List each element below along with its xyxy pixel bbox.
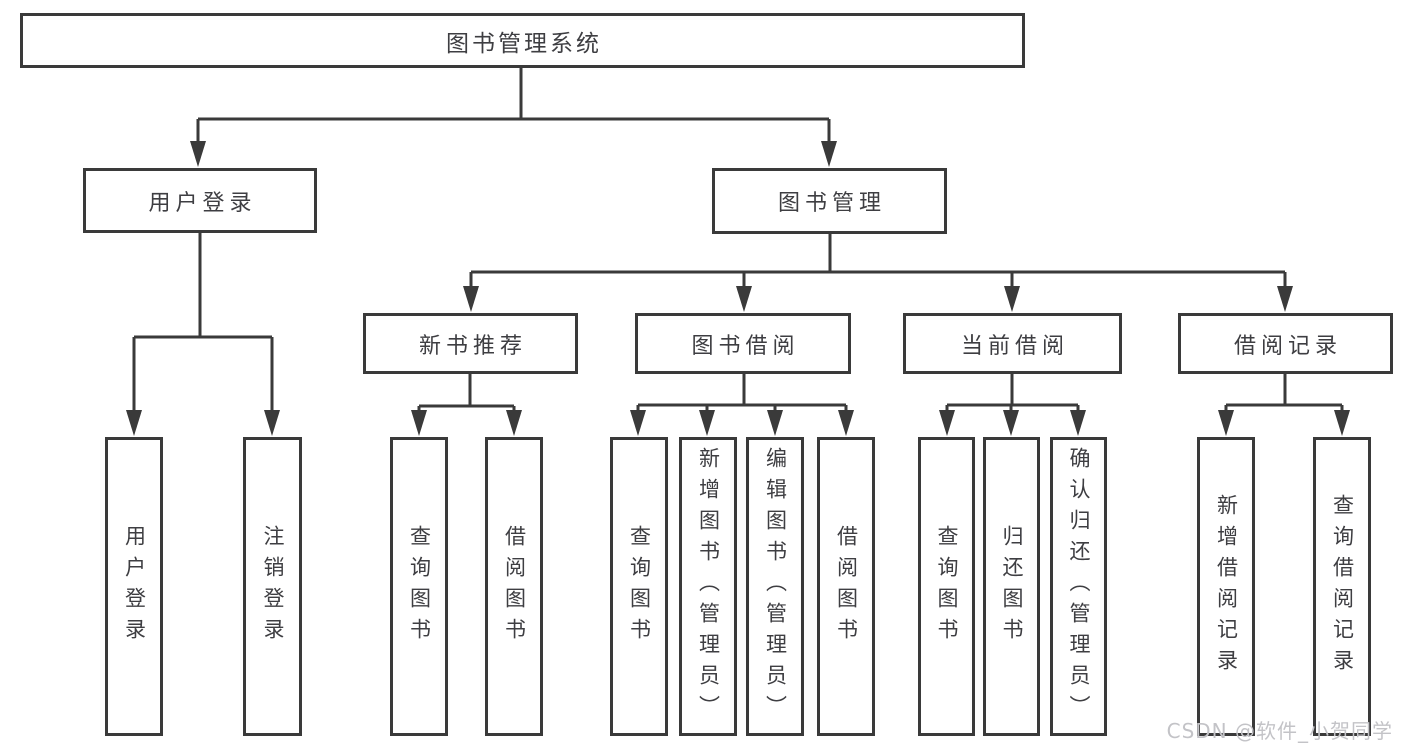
csdn-watermark: CSDN @软件_小贺同学 <box>1166 719 1393 743</box>
node-borrowing-records: 借阅记录 <box>1178 313 1393 374</box>
node-library-management-system: 图书管理系统 <box>20 13 1025 68</box>
leaf-add-books-admin: 新增图书（管理员） <box>679 437 737 736</box>
node-label: 借阅图书 <box>502 524 527 649</box>
leaf-query-books: 查询图书 <box>390 437 448 736</box>
leaf-confirm-return-admin: 确认归还（管理员） <box>1050 437 1107 736</box>
node-label: 当前借阅 <box>960 333 1069 359</box>
leaf-borrow-books: 借阅图书 <box>817 437 875 736</box>
node-book-borrowing: 图书借阅 <box>635 313 851 374</box>
node-label: 确认归还（管理员） <box>1067 447 1091 726</box>
node-label: 图书管理系统 <box>446 30 602 57</box>
leaf-query-books: 查询图书 <box>918 437 975 736</box>
node-label: 新书推荐 <box>418 333 527 359</box>
leaf-user-login: 用户登录 <box>105 437 163 736</box>
node-book-management: 图书管理 <box>712 168 947 234</box>
node-label: 借阅图书 <box>834 524 859 649</box>
node-label: 新增图书（管理员） <box>696 447 721 726</box>
node-label: 归还图书 <box>1000 524 1024 649</box>
leaf-add-borrow-record: 新增借阅记录 <box>1197 437 1255 736</box>
node-label: 用户登录 <box>122 524 147 649</box>
node-label: 注销登录 <box>261 524 285 649</box>
node-label: 编辑图书（管理员） <box>763 447 788 726</box>
node-label: 新增借阅记录 <box>1214 493 1239 680</box>
leaf-return-books: 归还图书 <box>983 437 1040 736</box>
node-user-login: 用户登录 <box>83 168 317 233</box>
node-new-book-recommend: 新书推荐 <box>363 313 578 374</box>
node-label: 查询图书 <box>935 524 959 649</box>
node-label: 查询图书 <box>407 524 432 649</box>
node-label: 查询图书 <box>627 524 652 649</box>
leaf-query-borrow-record: 查询借阅记录 <box>1313 437 1371 736</box>
leaf-query-books: 查询图书 <box>610 437 668 736</box>
leaf-edit-books-admin: 编辑图书（管理员） <box>746 437 804 736</box>
node-label: 图书管理 <box>777 191 886 216</box>
node-label: 用户登录 <box>148 190 257 216</box>
node-label: 借阅记录 <box>1233 333 1342 359</box>
leaf-borrow-books: 借阅图书 <box>485 437 543 736</box>
leaf-logout: 注销登录 <box>243 437 302 736</box>
node-label: 图书借阅 <box>691 333 800 359</box>
node-current-borrowing: 当前借阅 <box>903 313 1122 374</box>
node-label: 查询借阅记录 <box>1330 493 1355 680</box>
